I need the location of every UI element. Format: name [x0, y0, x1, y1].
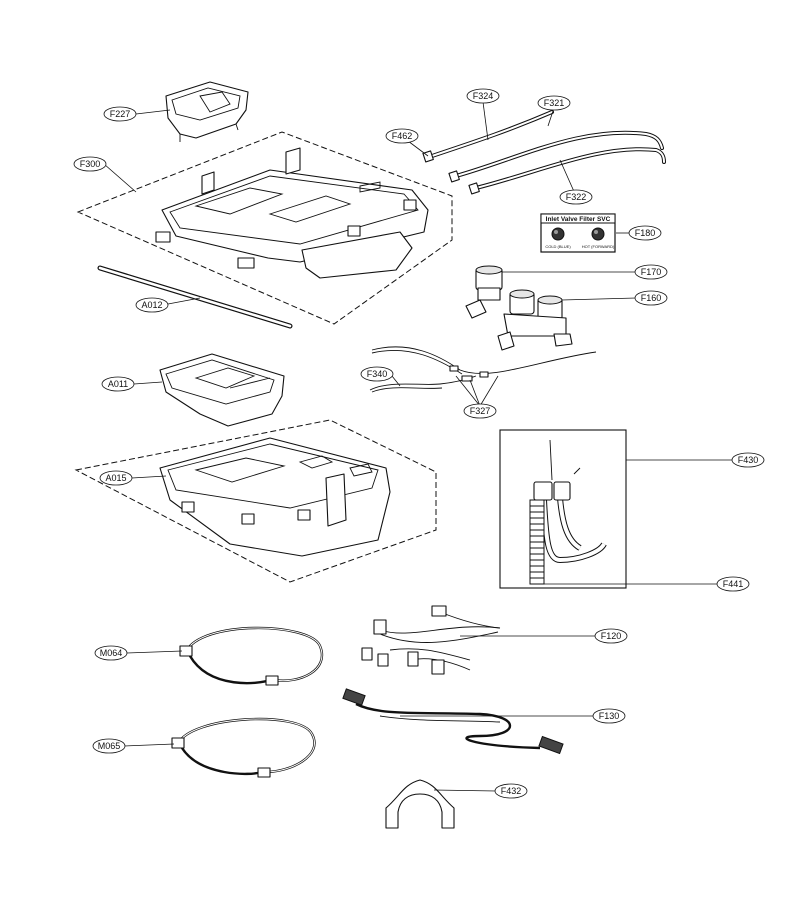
part-f227-dispenser-cup — [165, 81, 249, 142]
svg-text:F324: F324 — [473, 91, 494, 101]
svg-text:F321: F321 — [544, 98, 565, 108]
svg-text:F130: F130 — [599, 711, 620, 721]
callout-f462: F462 — [385, 128, 419, 144]
part-f321-hose — [454, 130, 664, 178]
svg-text:F462: F462 — [392, 131, 413, 141]
callout-f180: F180 — [628, 225, 662, 241]
svg-text:F227: F227 — [110, 109, 131, 119]
a015-group-outline — [74, 419, 437, 583]
part-m064-cable — [179, 626, 324, 686]
callout-f160: F160 — [634, 290, 668, 306]
part-f170-valve — [465, 265, 503, 319]
part-a015-tub — [159, 437, 391, 557]
part-f462-clamp — [422, 150, 480, 195]
callout-a012: A012 — [135, 297, 169, 313]
part-f322-hose — [474, 147, 666, 190]
part-f130-wire-harness — [342, 688, 564, 755]
callout-f327: F327 — [463, 403, 497, 419]
filter-card-left-caption: COLD (BLUE) — [545, 244, 571, 249]
f300-group-outline — [76, 131, 453, 325]
callout-f324: F324 — [466, 88, 500, 104]
svg-text:F120: F120 — [601, 631, 622, 641]
part-f327-wire-harness — [371, 346, 597, 382]
svg-text:A011: A011 — [108, 379, 128, 389]
part-f324-hose — [430, 110, 554, 158]
callout-f120: F120 — [594, 628, 628, 644]
part-f430-pressure-hose — [533, 439, 607, 564]
callout-f130: F130 — [592, 708, 626, 724]
callout-f432: F432 — [494, 783, 528, 799]
svg-text:M065: M065 — [98, 741, 121, 751]
part-f300-dispenser-housing — [155, 147, 429, 279]
callout-f430: F430 — [731, 452, 765, 468]
part-f441-corrugated-tube — [529, 499, 545, 585]
svg-text:F340: F340 — [367, 369, 388, 379]
callout-f321: F321 — [537, 95, 571, 111]
svg-text:A015: A015 — [105, 473, 126, 483]
callout-m065: M065 — [92, 738, 126, 754]
part-a012-rod — [97, 265, 293, 329]
callout-m064: M064 — [94, 645, 128, 661]
callout-f227: F227 — [103, 106, 137, 122]
svg-text:A012: A012 — [141, 300, 162, 310]
callout-f300: F300 — [73, 156, 107, 172]
callout-a015: A015 — [99, 470, 133, 486]
part-f120-wire-harness — [361, 605, 501, 675]
callout-f322: F322 — [559, 189, 593, 205]
callout-f170: F170 — [634, 264, 668, 280]
part-m065-cable — [171, 717, 316, 778]
svg-text:F441: F441 — [723, 579, 744, 589]
part-a011-drawer — [159, 353, 285, 427]
callout-a011: A011 — [101, 376, 135, 392]
svg-text:F160: F160 — [641, 293, 662, 303]
svg-text:F432: F432 — [501, 786, 522, 796]
part-f180-filter-card: Inlet Valve Filter SVC COLD (BLUE) HOT (… — [540, 213, 616, 253]
svg-text:F327: F327 — [470, 406, 491, 416]
leader-lines — [103, 101, 734, 792]
part-f432-clip — [385, 779, 455, 829]
svg-text:F430: F430 — [738, 455, 759, 465]
svg-text:F322: F322 — [566, 192, 587, 202]
part-f160-valve — [497, 289, 573, 351]
callout-f441: F441 — [716, 576, 750, 592]
svg-text:F180: F180 — [635, 228, 656, 238]
svg-text:F300: F300 — [80, 159, 101, 169]
filter-card-title: Inlet Valve Filter SVC — [546, 216, 611, 223]
filter-card-right-caption: HOT (FORWARD) — [582, 244, 615, 249]
svg-text:F170: F170 — [641, 267, 662, 277]
callout-f340: F340 — [360, 366, 394, 382]
svg-text:M064: M064 — [100, 648, 123, 658]
f430-group-outline — [499, 429, 627, 589]
